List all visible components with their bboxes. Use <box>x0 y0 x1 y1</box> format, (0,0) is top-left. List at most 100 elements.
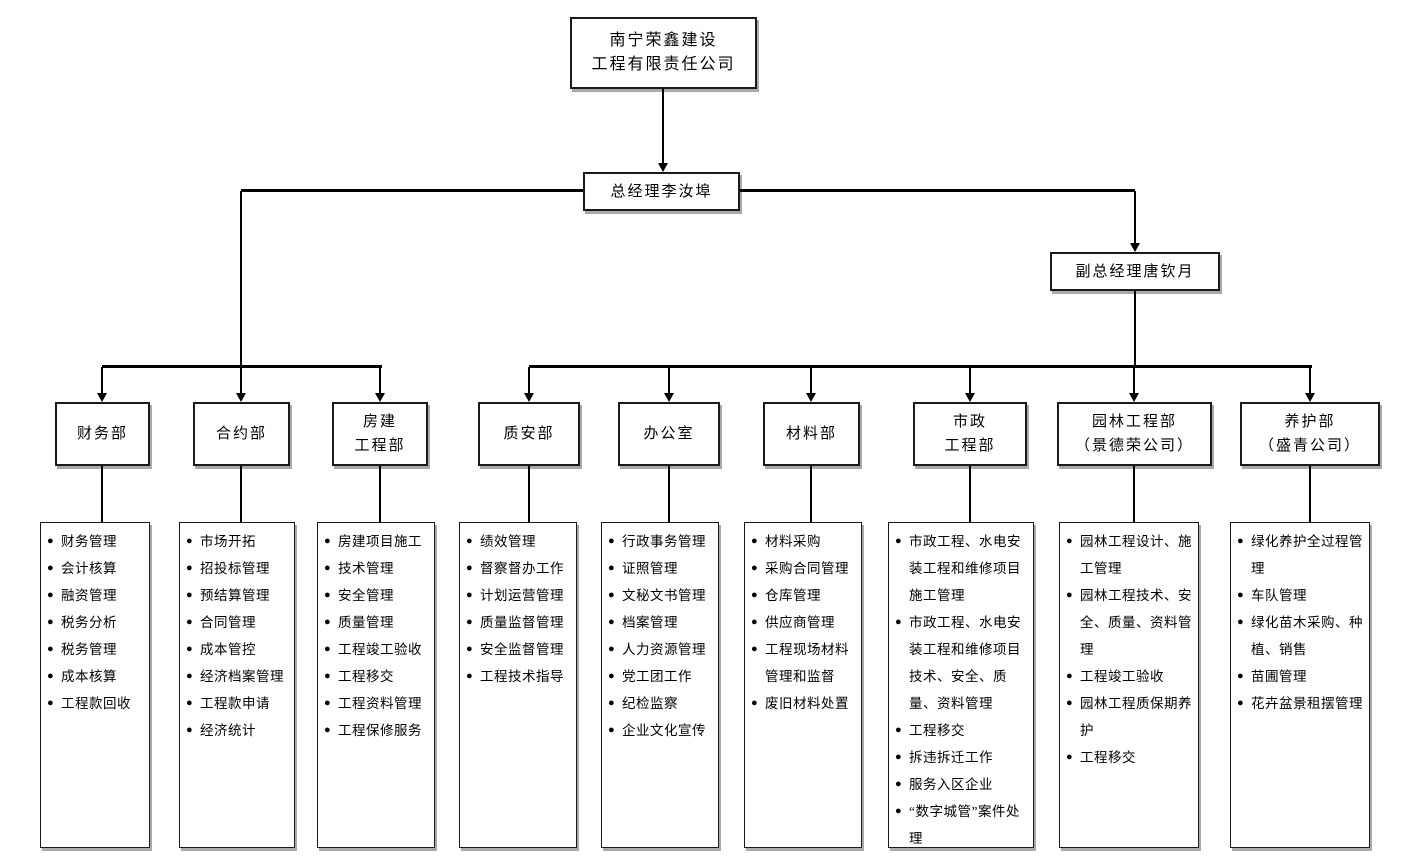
function-item-label: 房建项目施工 <box>338 534 422 549</box>
function-item: ●材料采购 <box>751 528 855 555</box>
bullet-icon: ● <box>186 643 194 655</box>
function-item-label: 工程款申请 <box>200 696 270 711</box>
function-item-label: 绩效管理 <box>480 534 536 549</box>
function-item: ● 会计核算 <box>47 555 143 582</box>
function-list-landscape-engineering: ●园林工程设计、施工管理●园林工程技术、安全、质量、资料管理●工程竣工验收●园林… <box>1059 522 1199 848</box>
bullet-icon: ● <box>466 670 474 682</box>
connector-line <box>1134 291 1136 366</box>
function-item-label: 拆违拆迁工作 <box>909 750 993 765</box>
bullet-icon: ● <box>1066 589 1074 601</box>
function-item-label: 税务管理 <box>61 642 117 657</box>
function-item-label: 绿化养护全过程管理 <box>1251 534 1363 576</box>
department-name: 园林工程部 （景德荣公司） <box>1074 414 1194 454</box>
department-box-quality-safety: 质安部 <box>478 402 580 466</box>
function-item-label: 经济档案管理 <box>200 669 284 684</box>
bullet-icon: ● <box>1066 535 1074 547</box>
function-item-label: 人力资源管理 <box>622 642 706 657</box>
department-name: 办公室 <box>643 426 695 442</box>
bullet-icon: ● <box>47 616 55 628</box>
function-item-label: 经济统计 <box>200 723 256 738</box>
function-item-label: 文秘文书管理 <box>622 588 706 603</box>
function-item-label: 市场开拓 <box>200 534 256 549</box>
function-item: ●车队管理 <box>1237 582 1363 609</box>
connector-line <box>379 367 381 394</box>
company-box: 南宁荣鑫建设 工程有限责任公司 <box>570 17 757 89</box>
function-item: ●安全监督管理 <box>466 636 570 663</box>
function-item: ●绿化苗木采购、种植、销售 <box>1237 609 1363 663</box>
connector-line <box>529 365 1312 368</box>
function-item-label: 园林工程技术、安全、质量、资料管理 <box>1080 588 1192 657</box>
arrowhead-down-icon <box>658 163 668 172</box>
connector-line <box>241 189 583 192</box>
function-item: ●经济统计 <box>186 717 288 744</box>
bullet-icon: ● <box>186 697 194 709</box>
arrowhead-down-icon <box>1129 393 1139 402</box>
bullet-icon: ● <box>608 724 616 736</box>
function-item-label: 预结算管理 <box>200 588 270 603</box>
function-list-maintenance: ●绿化养护全过程管理●车队管理●绿化苗木采购、种植、销售●苗圃管理●花卉盆景租摆… <box>1230 522 1370 848</box>
department-name: 房建 工程部 <box>354 414 406 454</box>
function-item-label: 供应商管理 <box>765 615 835 630</box>
function-list-contracts: ●市场开拓●招投标管理●预结算管理●合同管理●成本管控●经济档案管理●工程款申请… <box>179 522 295 848</box>
bullet-icon: ● <box>608 643 616 655</box>
bullet-icon: ● <box>47 643 55 655</box>
bullet-icon: ● <box>324 697 332 709</box>
function-item-label: 计划运营管理 <box>480 588 564 603</box>
bullet-icon: ● <box>751 589 759 601</box>
function-item-label: 企业文化宣传 <box>622 723 706 738</box>
function-item: ●绿化养护全过程管理 <box>1237 528 1363 582</box>
bullet-icon: ● <box>324 724 332 736</box>
general-manager-name: 总经理李汝埠 <box>610 183 713 200</box>
function-item-label: 财务管理 <box>61 534 117 549</box>
function-item: ● 园林工程技术、安全、质量、资料管理 <box>1066 582 1192 663</box>
function-item: ●采购合同管理 <box>751 555 855 582</box>
function-item: ● 人力资源管理 <box>608 636 712 663</box>
function-list-municipal-engineering: ●市政工程、水电安装工程和维修项目施工管理●市政工程、水电安装工程和维修项目技术… <box>888 522 1034 848</box>
bullet-icon: ● <box>186 670 194 682</box>
function-item: ●供应商管理 <box>751 609 855 636</box>
bullet-icon: ● <box>324 562 332 574</box>
department-name: 市政 工程部 <box>944 414 996 454</box>
function-item: ● 工程款申请 <box>186 690 288 717</box>
connector-line <box>379 466 381 522</box>
connector-line <box>668 466 670 522</box>
department-box-housing-construction: 房建 工程部 <box>332 402 428 466</box>
bullet-icon: ● <box>186 535 194 547</box>
connector-line <box>668 367 670 394</box>
function-item-label: 会计核算 <box>61 561 117 576</box>
function-item: ●督察督办工作 <box>466 555 570 582</box>
arrowhead-down-icon <box>806 393 816 402</box>
function-item: ●工程资料管理 <box>324 690 428 717</box>
function-item-label: 工程技术指导 <box>480 669 564 684</box>
connector-line <box>969 367 971 394</box>
bullet-icon: ● <box>47 535 55 547</box>
function-item: ●工程移交 <box>324 663 428 690</box>
function-item: ● 企业文化宣传 <box>608 717 712 744</box>
function-item: ●预结算管理 <box>186 582 288 609</box>
function-item: ●园林工程质保期养护 <box>1066 690 1192 744</box>
function-item: ●工程竣工验收 <box>1066 663 1192 690</box>
function-item-label: “数字城管”案件处理 <box>909 804 1020 846</box>
bullet-icon: ● <box>1237 697 1245 709</box>
arrowhead-down-icon <box>664 393 674 402</box>
function-item-label: 车队管理 <box>1251 588 1307 603</box>
function-item: ●工程竣工验收 <box>324 636 428 663</box>
function-item: ●税务分析 <box>47 609 143 636</box>
connector-line <box>240 367 242 394</box>
bullet-icon: ● <box>186 616 194 628</box>
bullet-icon: ● <box>608 535 616 547</box>
bullet-icon: ● <box>608 697 616 709</box>
function-item: ●技术管理 <box>324 555 428 582</box>
function-item: ●“数字城管”案件处理 <box>895 798 1027 847</box>
connector-line <box>969 466 971 522</box>
function-item: ●工程保修服务 <box>324 717 428 744</box>
function-item-label: 工程款回收 <box>61 696 131 711</box>
arrowhead-down-icon <box>524 393 534 402</box>
bullet-icon: ● <box>47 562 55 574</box>
function-item: ●成本管控 <box>186 636 288 663</box>
connector-line <box>1134 191 1136 244</box>
function-item-label: 工程竣工验收 <box>338 642 422 657</box>
bullet-icon: ● <box>1237 616 1245 628</box>
bullet-icon: ● <box>1066 697 1074 709</box>
